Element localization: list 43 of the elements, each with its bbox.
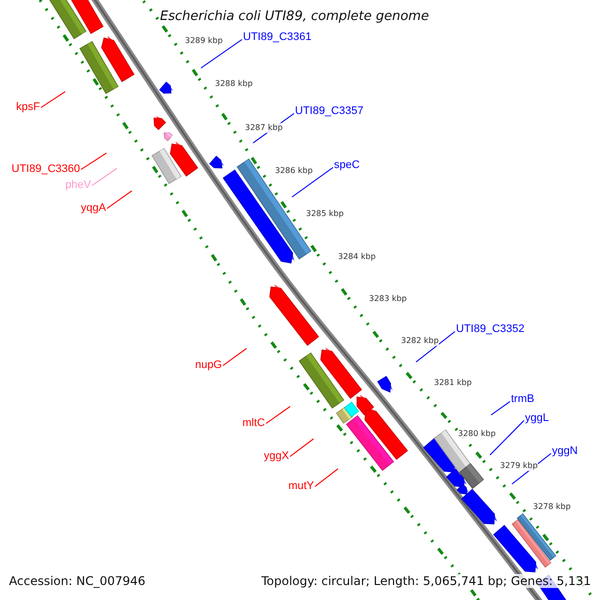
tick-label: 3289 kbp	[185, 36, 223, 46]
leader-line	[290, 438, 314, 457]
leader-line	[490, 420, 524, 456]
leader-line	[200, 39, 242, 68]
footer-text: Accession: NC_007946	[9, 574, 146, 588]
tick-label: 3279 kbp	[500, 461, 538, 471]
gene-label: mltC	[242, 417, 265, 430]
leader-line	[490, 401, 510, 416]
leader-line	[106, 190, 132, 209]
gene-label: UTI89_C3360	[12, 163, 80, 176]
tick-label: 3287 kbp	[245, 123, 283, 133]
gene-label: kpsF	[16, 101, 40, 114]
gene-label: speC	[334, 159, 360, 172]
leader-line	[314, 468, 338, 487]
leader-line	[40, 91, 66, 108]
leader-line	[222, 348, 248, 366]
gene-label: trmB	[511, 393, 534, 406]
gene-label: yggX	[264, 450, 289, 463]
leader-line	[292, 167, 334, 198]
gene-label: UTI89_C3357	[295, 105, 364, 118]
tick-label: 3286 kbp	[275, 166, 313, 176]
gene-label: nupG	[195, 359, 222, 372]
leader-line	[92, 168, 118, 186]
gene-label: yqgA	[80, 202, 106, 215]
tick-label: 3278 kbp	[533, 502, 571, 512]
gene-label: yggN	[552, 445, 578, 458]
tick-label: 3281 kbp	[434, 378, 472, 388]
tick-label: 3284 kbp	[338, 252, 376, 262]
tick-label: 3285 kbp	[306, 209, 344, 219]
gene-label: UTI89_C3361	[243, 31, 312, 44]
gene-label: UTI89_C3352	[456, 323, 524, 336]
tick-label: 3288 kbp	[215, 79, 253, 89]
gene-label: yggL	[525, 412, 549, 425]
tick-label: 3280 kbp	[458, 429, 496, 439]
tick-label: 3283 kbp	[369, 294, 407, 304]
leader-line	[266, 406, 291, 424]
tick-label: 3282 kbp	[401, 336, 439, 346]
leader-line	[416, 331, 456, 362]
gene-label: mutY	[288, 480, 314, 493]
title: Escherichia coli UTI89, complete genome	[160, 9, 429, 24]
gene-label: pheV	[65, 179, 91, 192]
leader-line	[80, 152, 107, 170]
footer-text: Topology: circular; Length: 5,065,741 bp; Genes: 5,131	[261, 574, 591, 588]
